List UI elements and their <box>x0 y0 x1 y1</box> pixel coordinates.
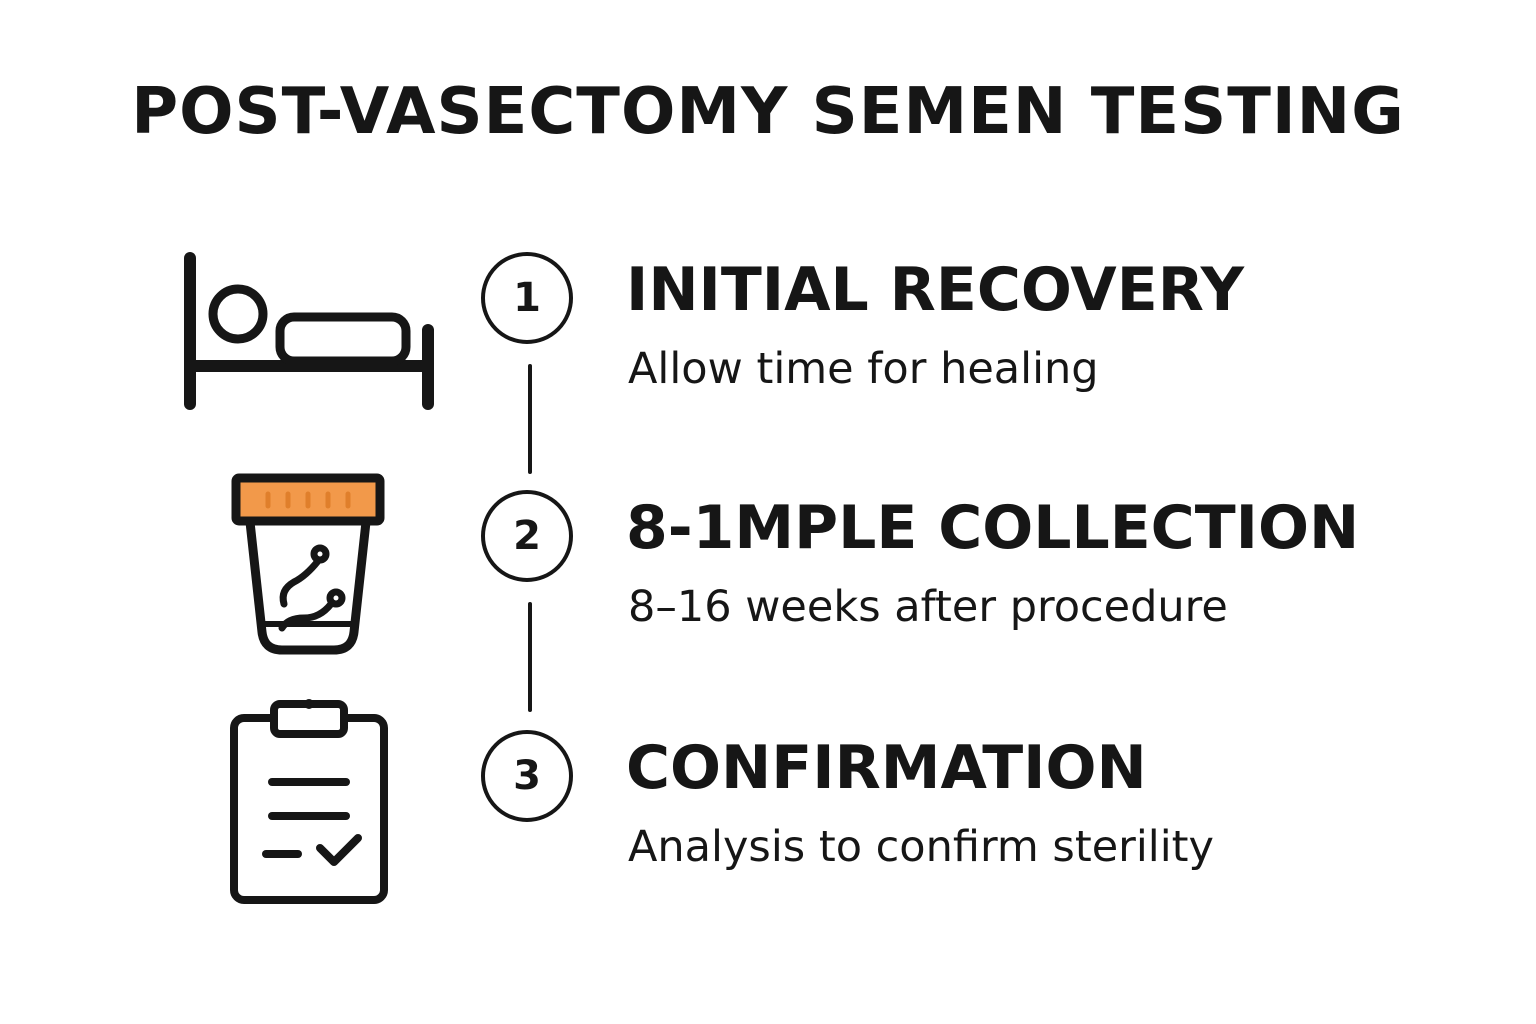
step-number-1: 1 <box>481 252 573 344</box>
sample-cup-icon <box>231 473 385 655</box>
step-description-1: Allow time for healing <box>628 344 1099 394</box>
clipboard-check-icon <box>230 699 388 904</box>
timeline-connector-1-2 <box>528 364 532 474</box>
timeline-connector-2-3 <box>528 602 532 712</box>
step-number-2: 2 <box>481 490 573 582</box>
step-description-2: 8–16 weeks after procedure <box>628 582 1228 632</box>
step-title-3: CONFIRMATION <box>626 733 1147 803</box>
step-title-2: 8-1MPLE COLLECTION <box>626 493 1360 563</box>
step-number-3: 3 <box>481 730 573 822</box>
step-title-1: INITIAL RECOVERY <box>626 255 1245 325</box>
page-title: POST-VASECTOMY SEMEN TESTING <box>131 75 1405 149</box>
bed-icon <box>184 252 434 410</box>
step-description-3: Analysis to confirm sterility <box>628 822 1214 872</box>
